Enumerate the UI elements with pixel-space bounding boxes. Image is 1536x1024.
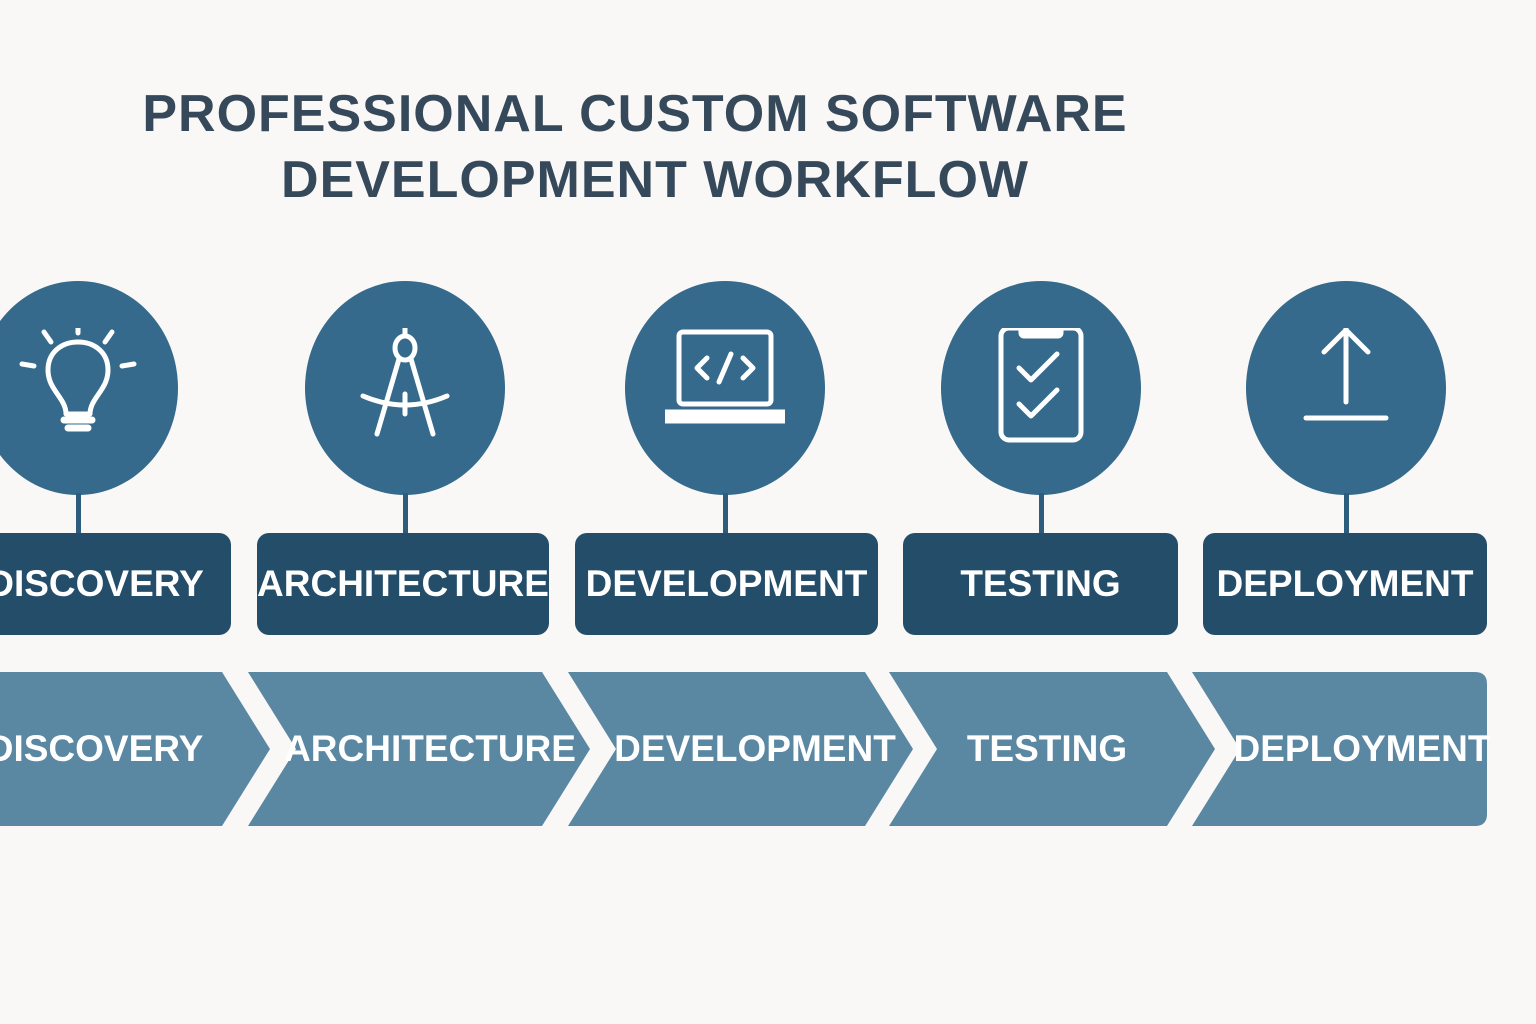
chevron-deployment [1192, 672, 1487, 826]
stage-circle-architecture [305, 281, 505, 495]
flow-label-architecture: ARCHITECTURE [284, 728, 576, 769]
clipboard-check-icon [998, 328, 1084, 443]
stage-circle-discovery [0, 281, 178, 495]
stage-circle-testing [941, 281, 1141, 495]
compass-icon [360, 328, 450, 437]
stage-label-testing: TESTING [903, 533, 1178, 635]
flow-label-testing: TESTING [966, 728, 1128, 769]
stage-label-development: DEVELOPMENT [575, 533, 878, 635]
stage-circle-development [625, 281, 825, 495]
stage-label-architecture: ARCHITECTURE [257, 533, 549, 635]
flow-label-development: DEVELOPMENT [614, 728, 896, 769]
chevron-architecture [248, 672, 590, 826]
connector-line [403, 493, 408, 535]
flow-label-deployment: DEPLOYMENT [1233, 728, 1491, 769]
laptop-code-icon [665, 329, 785, 424]
diagram-title-line-2: DEVELOPMENT WORKFLOW [281, 151, 1029, 209]
upload-arrow-icon [1303, 328, 1389, 421]
stage-label-deployment: DEPLOYMENT [1203, 533, 1487, 635]
stage-label-discovery: DISCOVERY [0, 533, 231, 635]
flow-label-discovery: DISCOVERY [0, 728, 204, 769]
connector-line [723, 493, 728, 535]
chevron-testing [889, 672, 1215, 826]
diagram-title-line-1: PROFESSIONAL CUSTOM SOFTWARE [142, 85, 1128, 143]
connector-line [76, 493, 81, 535]
process-flow-chevrons [0, 672, 1487, 826]
connector-line [1344, 493, 1349, 535]
chevron-development [568, 672, 913, 826]
lightbulb-icon [19, 328, 137, 432]
chevron-discovery [0, 672, 270, 826]
connector-line [1039, 493, 1044, 535]
stage-circle-deployment [1246, 281, 1446, 495]
